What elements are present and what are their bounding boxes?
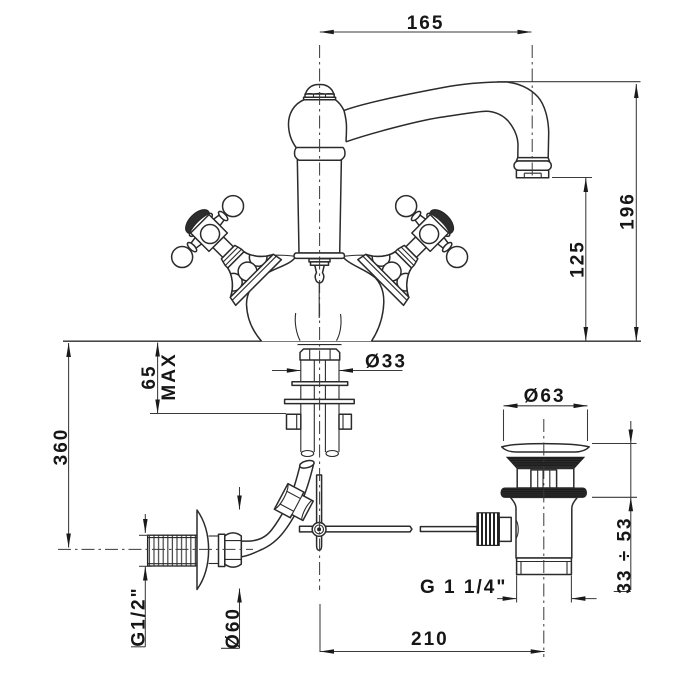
svg-text:Ø33: Ø33 <box>365 352 407 373</box>
svg-text:33 ÷ 53: 33 ÷ 53 <box>615 516 636 593</box>
svg-text:65: 65 <box>139 364 160 389</box>
svg-text:360: 360 <box>51 428 72 466</box>
svg-text:G 1 1/4": G 1 1/4" <box>420 577 507 598</box>
svg-text:G1/2": G1/2" <box>129 586 150 646</box>
svg-text:125: 125 <box>568 240 589 278</box>
svg-text:196: 196 <box>618 192 639 230</box>
svg-text:Ø60: Ø60 <box>223 607 244 649</box>
svg-text:MAX: MAX <box>159 352 180 400</box>
svg-text:165: 165 <box>407 13 445 34</box>
svg-text:Ø63: Ø63 <box>524 386 566 407</box>
svg-text:210: 210 <box>411 629 449 650</box>
